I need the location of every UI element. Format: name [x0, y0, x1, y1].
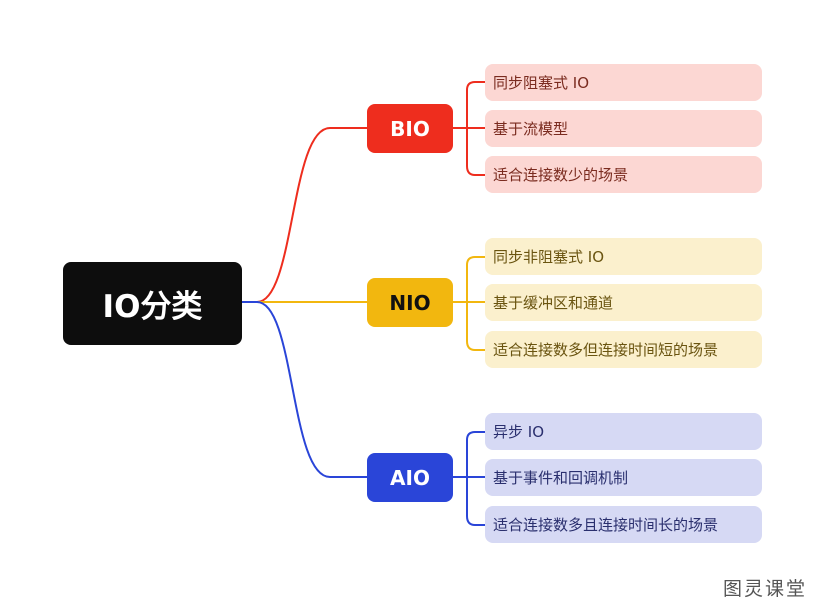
leaf-aio-2: 基于事件和回调机制: [485, 459, 762, 496]
branch-bio: BIO: [367, 104, 453, 153]
root-node: IO分类: [63, 262, 242, 345]
leaf-nio-3: 适合连接数多但连接时间短的场景: [485, 331, 762, 368]
branch-nio-label: NIO: [389, 290, 431, 315]
aio-leaf-connectors: [452, 431, 485, 526]
link-root-bio: [256, 127, 367, 303]
leaf-bio-3: 适合连接数少的场景: [485, 156, 762, 193]
branch-aio: AIO: [367, 453, 453, 502]
leaf-nio-1: 同步非阻塞式 IO: [485, 238, 762, 275]
leaf-aio-1: 异步 IO: [485, 413, 762, 450]
branch-aio-label: AIO: [390, 465, 430, 490]
branch-nio: NIO: [367, 278, 453, 327]
root-label: IO分类: [102, 289, 203, 325]
leaf-bio-2: 基于流模型: [485, 110, 762, 147]
branch-bio-label: BIO: [390, 116, 430, 141]
leaf-nio-2: 基于缓冲区和通道: [485, 284, 762, 321]
leaf-aio-3: 适合连接数多且连接时间长的场景: [485, 506, 762, 543]
bio-leaf-connectors: [452, 81, 485, 176]
nio-leaf-connectors: [452, 256, 485, 351]
link-root-aio: [256, 301, 367, 478]
watermark: 图灵课堂: [723, 578, 808, 600]
leaf-bio-1: 同步阻塞式 IO: [485, 64, 762, 101]
